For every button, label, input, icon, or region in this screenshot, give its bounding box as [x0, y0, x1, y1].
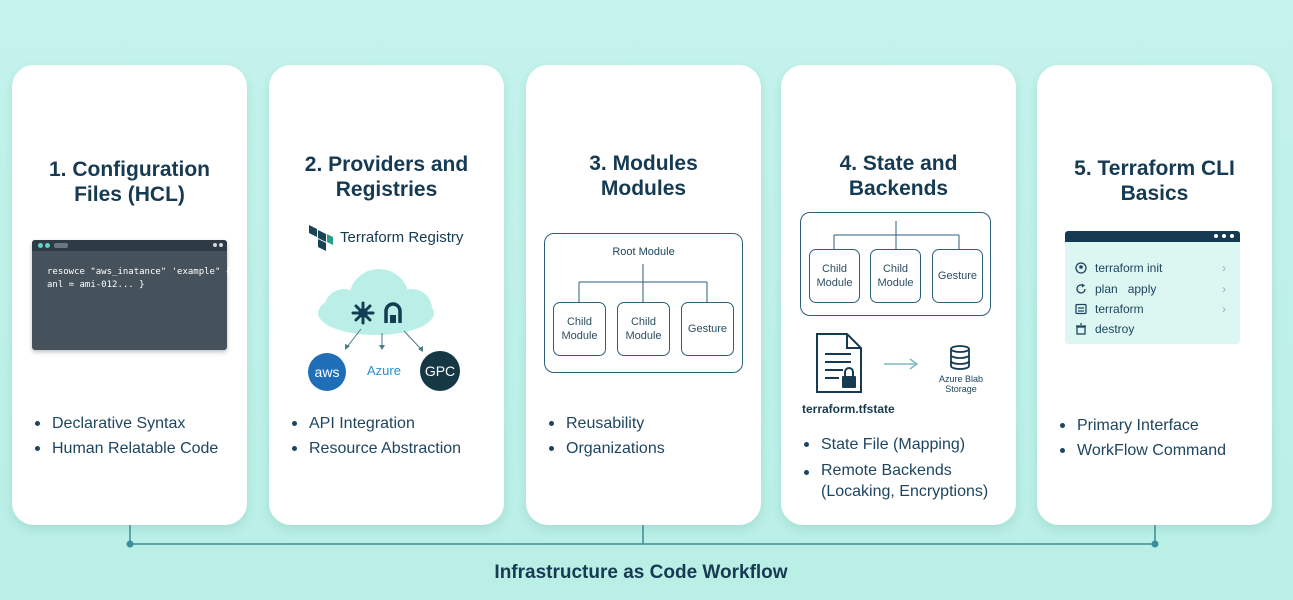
bullet-item: Primary Interface — [1059, 413, 1226, 438]
bullet-item: WorkFlow Command — [1059, 438, 1226, 463]
dot-icon — [1230, 234, 1234, 238]
bullet-list: Declarative Syntax Human Relatable Code — [12, 411, 218, 461]
card-title: 3. Modules Modules — [589, 152, 698, 200]
cli-command-terraform[interactable]: terraform › — [1075, 302, 1240, 316]
card-title: 4. State and Backends — [839, 152, 958, 200]
cli-command-label: terraform init — [1095, 261, 1163, 275]
state-file-name: terraform.tfstate — [802, 402, 895, 416]
user-circle-icon — [1075, 262, 1087, 274]
dot-icon — [1214, 234, 1218, 238]
bullet-list: Primary Interface WorkFlow Command — [1037, 413, 1226, 463]
bullet-item: API Integration — [291, 411, 461, 436]
provider-aws-label: aws — [314, 364, 340, 380]
footer-title: Infrastructure as Code Workflow — [494, 562, 788, 583]
cli-command-label: destroy — [1095, 322, 1135, 336]
state-module-tree: Child Module Child Module Gesture — [800, 212, 991, 316]
state-file-icon — [816, 333, 862, 393]
child-module-box: Gesture — [681, 302, 734, 356]
cli-command-plan-apply[interactable]: plan apply › — [1075, 282, 1240, 296]
code-line: resowce "aws_inatance" 'example" { — [47, 267, 232, 277]
bullet-item: Declarative Syntax — [34, 411, 218, 436]
provider-arrows — [345, 328, 423, 352]
card-state-backends: 4. State and Backends Child Module Child… — [781, 65, 1016, 525]
bullet-item: State File (Mapping) — [803, 432, 988, 457]
card-title: 1. Configuration Files (HCL) — [49, 158, 210, 206]
card-configuration-files: 1. Configuration Files (HCL) resowce "aw… — [12, 65, 247, 525]
bullet-item: Remote Backends (Locaking, Encryptions) — [803, 462, 989, 500]
child-module-box: Gesture — [932, 249, 983, 303]
bullet-item: Resource Abstraction — [291, 436, 461, 461]
cli-command-label: plan apply — [1095, 282, 1157, 296]
child-module-box: Child Module — [553, 302, 606, 356]
bullet-item: Human Relatable Code — [34, 436, 218, 461]
child-module-box: Child Module — [870, 249, 921, 303]
code-terminal: resowce "aws_inatance" 'example" { anl =… — [32, 240, 231, 350]
provider-azure-label: Azure — [367, 363, 401, 378]
code-line: anl = ami-012... } — [47, 280, 145, 290]
tree-lines — [578, 264, 708, 302]
card-cli-basics: 5. Terraform CLI Basics terraform init ›… — [1037, 65, 1272, 525]
cli-command-init[interactable]: terraform init › — [1075, 261, 1240, 275]
cli-command-label: terraform — [1095, 302, 1144, 316]
bullet-item: Reusability — [549, 411, 665, 436]
dot-icon — [1222, 234, 1226, 238]
provider-gpc-badge: GPC — [420, 351, 460, 391]
api-plug-icon — [384, 302, 402, 323]
bullet-list: Reusability Organizations — [526, 411, 665, 461]
database-icon — [950, 345, 970, 370]
bullet-list: API Integration Resource Abstraction — [269, 411, 461, 461]
cli-command-destroy[interactable]: destroy — [1075, 322, 1240, 336]
module-tree: Root Module Child Module Child Module Ge… — [544, 233, 743, 373]
card-providers-registries: 2. Providers and Registries Terraform Re… — [269, 65, 504, 525]
trash-icon — [1076, 323, 1086, 335]
terraform-logo-icon — [309, 225, 333, 251]
cli-titlebar — [1065, 231, 1240, 242]
workflow-connector — [126, 524, 1159, 548]
provider-aws-badge: aws — [308, 353, 346, 391]
bullet-list: State File (Mapping) Remote Backends (Lo… — [781, 432, 988, 502]
card-modules: 3. Modules Modules Root Module Child Mod… — [526, 65, 761, 525]
arrow-right-icon — [884, 358, 919, 370]
root-module-label: Root Module — [612, 246, 675, 258]
chevron-right-icon: › — [1222, 261, 1226, 275]
bullet-item: Organizations — [549, 436, 665, 461]
storage-label: Azure Blab Storage — [938, 374, 984, 394]
card-title: 5. Terraform CLI Basics — [1074, 157, 1235, 205]
child-module-box: Child Module — [617, 302, 670, 356]
cli-window: terraform init › plan apply › terraform … — [1065, 231, 1240, 344]
tree-lines — [833, 221, 960, 249]
provider-gpc-label: GPC — [424, 363, 456, 379]
gear-icon — [351, 301, 375, 325]
list-icon — [1075, 303, 1087, 315]
chevron-right-icon: › — [1222, 302, 1226, 316]
child-module-box: Child Module — [809, 249, 860, 303]
chevron-right-icon: › — [1222, 282, 1226, 296]
card-title: 2. Providers and Registries — [304, 153, 469, 201]
refresh-icon — [1076, 283, 1086, 294]
registry-label: Terraform Registry — [340, 229, 464, 246]
